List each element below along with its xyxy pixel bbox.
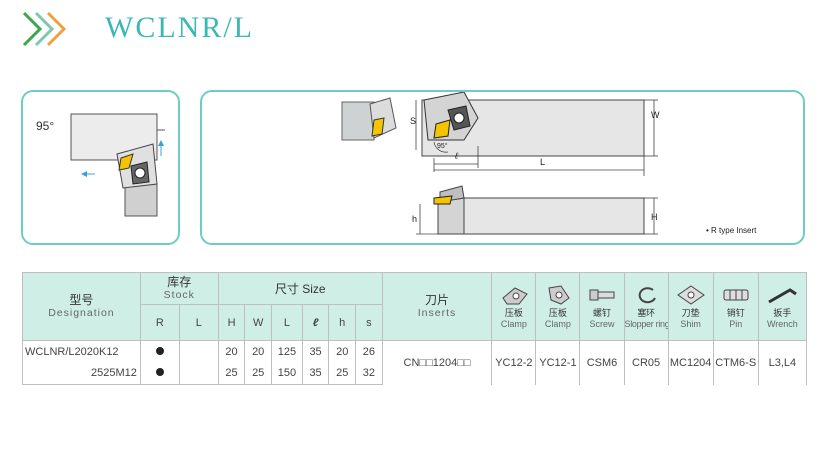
stock-r-header: R: [139, 304, 180, 341]
dimension-s-label: S: [410, 116, 417, 126]
size-cell: 32: [355, 362, 383, 385]
wrench-cell: L3,L4: [757, 340, 808, 385]
designation-cell: WCLNR/L2020K12: [22, 340, 141, 363]
pin-icon: [723, 289, 749, 300]
page-title: WCLNR/L: [105, 11, 254, 44]
size-col-h: h: [328, 304, 357, 341]
size-col-W: W: [244, 304, 273, 341]
spec-table: 型号 Designation 库存 Stock 尺寸 Size 刀片 Inser…: [22, 272, 808, 385]
table-row: 2525M12 25 25 150 35 25 32: [22, 362, 807, 385]
dimension-angle-label: 95°: [437, 143, 448, 150]
size-cell: 150: [271, 362, 303, 385]
toolholder-dimension-drawing: [341, 92, 658, 235]
dimension-diagram-panel: [200, 90, 805, 245]
clamp2-cell: YC12-1: [535, 340, 581, 385]
size-cell: 20: [328, 340, 357, 363]
stock-l-header: L: [178, 304, 219, 341]
stock-l-cell: [178, 340, 219, 363]
double-chevron-icon: [22, 11, 67, 47]
insert-cell: CN□□1204□□: [381, 340, 493, 385]
pin-cell: CTM6-S: [712, 340, 759, 385]
size-col-H: H: [217, 304, 246, 341]
in-stock-dot: [155, 368, 164, 377]
clamp-icon: [502, 286, 528, 304]
screw-cell: CSM6: [579, 340, 625, 385]
shim-cell: MC1204: [667, 340, 714, 385]
clamp-icon: [548, 284, 570, 305]
size-cell: 35: [301, 340, 330, 363]
stock-header: 库存 Stock: [139, 272, 219, 305]
stock-l-cell: [178, 362, 219, 385]
dimension-H-label: H: [651, 212, 658, 222]
in-stock-dot: [155, 346, 164, 355]
size-col-s: s: [355, 304, 383, 341]
inserts-header: 刀片 Inserts: [381, 272, 493, 341]
toolholder-top-view-drawing: [70, 113, 165, 217]
size-cell: 20: [217, 340, 246, 363]
size-cell: 35: [301, 362, 330, 385]
shim-icon: [676, 284, 705, 305]
table-row: WCLNR/L2020K12 20 20 125 35 20 26 CN□□12…: [22, 340, 808, 385]
angle-label: 95°: [36, 119, 55, 133]
angle-diagram-panel: [21, 90, 180, 245]
size-cell: 25: [244, 362, 273, 385]
stock-r-cell: [139, 340, 180, 363]
size-cell: 125: [271, 340, 303, 363]
stock-r-cell: [139, 362, 180, 385]
size-col-L: L: [271, 304, 303, 341]
size-cell: 20: [244, 340, 273, 363]
screw-icon: [589, 289, 615, 300]
designation-cell: 2525M12: [22, 362, 141, 385]
size-cell: 26: [355, 340, 383, 363]
ring-icon: [638, 286, 656, 303]
size-cell: 25: [217, 362, 246, 385]
clamp1-cell: YC12-2: [491, 340, 537, 385]
dimension-l1-label: ℓ: [455, 151, 458, 161]
dimension-w-label: W: [651, 110, 660, 120]
ring-cell: CR05: [623, 340, 669, 385]
dimension-h-label: h: [412, 214, 418, 224]
size-col-l1: ℓ: [301, 304, 330, 341]
dimension-L-label: L: [540, 157, 546, 167]
insert-type-note: • R type Insert: [706, 226, 757, 235]
wrench-icon: [768, 287, 798, 303]
size-header: 尺寸 Size: [217, 272, 383, 305]
designation-header: 型号 Designation: [22, 272, 141, 341]
size-cell: 25: [328, 362, 357, 385]
